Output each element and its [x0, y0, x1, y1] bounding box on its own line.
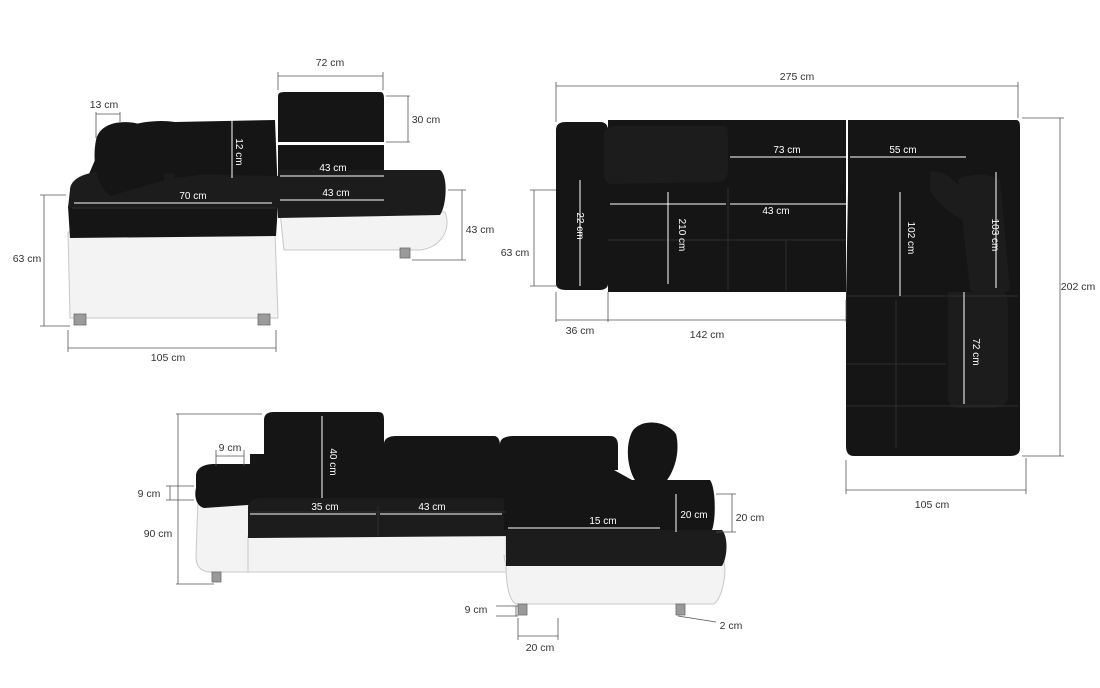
dim-seat-b-width: 55 cm: [889, 145, 916, 156]
top-view-cushion: [958, 174, 1010, 295]
front-view-leg-1: [211, 571, 222, 583]
dim-armrest-depth: 13 cm: [90, 99, 119, 111]
front-view-back-lower: [250, 454, 504, 506]
front-view-seams: [250, 506, 506, 536]
dim-seat-width: 70 cm: [179, 191, 206, 202]
dim-corner-depth-b: 103 cm: [989, 219, 1000, 252]
dim-main-section-length: 142 cm: [690, 329, 725, 341]
left-view-back-upper: [278, 145, 384, 172]
dim-headrest-height-front: 40 cm: [327, 448, 338, 475]
left-view-headrest: [278, 92, 384, 142]
dim-chaise-width: 105 cm: [915, 499, 950, 511]
front-view: 9 cm 40 cm 9 cm 90 cm 35 cm 43 cm 15 cm …: [138, 412, 765, 654]
front-view-left-arm-base: [195, 499, 263, 573]
dim-seat-depth-upper: 43 cm: [319, 163, 346, 174]
top-view: 275 cm 73 cm 55 cm 22 cm 210 cm 43 cm 10…: [501, 71, 1096, 511]
dim-headrest-width: 72 cm: [316, 57, 345, 69]
front-view-leg-2: [517, 603, 528, 616]
left-view-side-base: [279, 211, 448, 251]
front-view-leg-3: [675, 603, 686, 616]
left-view-leg-3: [399, 247, 411, 259]
dim-seat-b: 43 cm: [418, 502, 445, 513]
dim-armrest-depth-top: 22 cm: [574, 212, 585, 239]
front-view-chaise-back: [504, 470, 715, 530]
dim-armrest-width: 36 cm: [566, 325, 595, 337]
left-view-base: [67, 231, 279, 319]
top-view-chaise-cushion: [948, 292, 1008, 408]
left-view-leg-2: [257, 313, 271, 326]
dim-corner-depth-a: 102 cm: [905, 222, 916, 255]
dim-seat-c: 15 cm: [589, 516, 616, 527]
dim-seat-a-width: 73 cm: [773, 145, 800, 156]
top-view-armrest: [556, 122, 608, 290]
front-view-headrest-right: [627, 422, 678, 486]
dim-total-depth: 202 cm: [1061, 281, 1096, 293]
dim-total-length: 275 cm: [780, 71, 815, 83]
dim-back-height-outer: 20 cm: [736, 512, 765, 524]
front-view-chaise-base: [503, 555, 726, 605]
dim-headrest-height: 30 cm: [412, 114, 441, 126]
dim-arm-width: 9 cm: [219, 442, 242, 454]
left-view-pillow-1: [94, 122, 165, 196]
front-view-headrest: [264, 412, 384, 454]
left-view-pillow-2: [168, 122, 225, 178]
dim-chaise-seat: 72 cm: [970, 338, 981, 365]
dim-side-height: 43 cm: [466, 224, 495, 236]
left-view-leg-1: [73, 313, 87, 326]
dim-middle-seat: 43 cm: [762, 206, 789, 217]
dim-leg-width: 2 cm: [720, 620, 743, 632]
top-view-pillow: [930, 171, 970, 222]
front-left-view: 72 cm 13 cm 30 cm 12 cm 43 cm 43 cm 70 c…: [13, 57, 495, 364]
front-view-chaise-seat: [506, 530, 727, 566]
dim-leg-depth: 20 cm: [526, 642, 555, 654]
dim-left-height: 63 cm: [501, 247, 530, 259]
front-view-main-base: [247, 535, 507, 573]
front-view-left-arm: [195, 464, 262, 508]
dim-leg-height: 9 cm: [465, 604, 488, 616]
dim-total-width-left: 105 cm: [151, 352, 186, 364]
dim-seat-depth-top: 210 cm: [676, 219, 687, 252]
dim-backrest-height: 12 cm: [233, 138, 244, 165]
left-view-chaise: [278, 170, 446, 218]
top-view-seams: [608, 188, 1018, 448]
dim-arm-thickness: 9 cm: [138, 488, 161, 500]
left-view-seat-front: [68, 206, 278, 238]
dim-total-height-left: 63 cm: [13, 253, 42, 265]
top-view-headrest: [604, 126, 728, 184]
front-view-pillow: [562, 456, 612, 512]
dim-seat-a: 35 cm: [311, 502, 338, 513]
dim-back-height-inner: 20 cm: [680, 510, 707, 521]
dim-seat-depth-lower: 43 cm: [322, 188, 349, 199]
dim-total-height-front: 90 cm: [144, 528, 173, 540]
